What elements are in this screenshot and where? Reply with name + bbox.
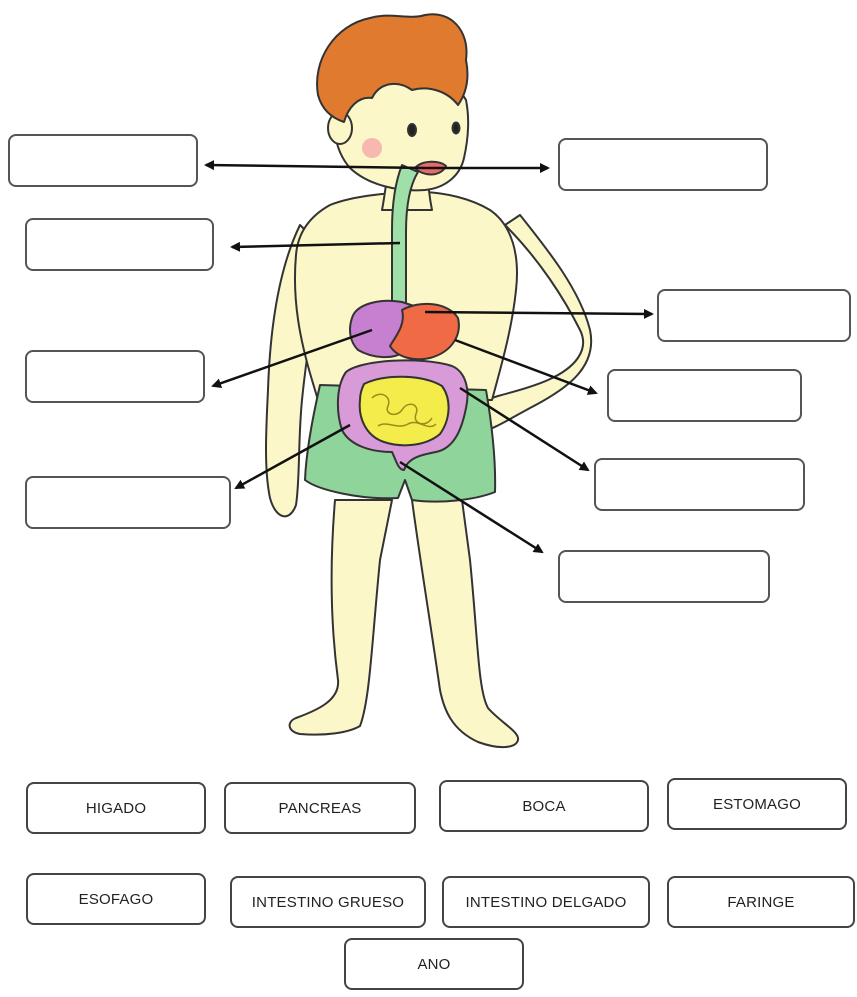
child-figure xyxy=(266,14,591,747)
word-card-faringe[interactable]: FARINGE xyxy=(667,876,855,928)
eye xyxy=(453,123,460,134)
word-card-esofago[interactable]: ESOFAGO xyxy=(26,873,206,925)
answer-blank[interactable] xyxy=(25,476,231,529)
word-card-estomago[interactable]: ESTOMAGO xyxy=(667,778,847,830)
answer-blank[interactable] xyxy=(558,138,768,191)
answer-blank[interactable] xyxy=(8,134,198,187)
answer-blank[interactable] xyxy=(558,550,770,603)
answer-blank[interactable] xyxy=(25,218,214,271)
left-leg xyxy=(290,500,392,735)
word-card-intestino-delgado[interactable]: INTESTINO DELGADO xyxy=(442,876,650,928)
right-leg xyxy=(412,500,518,747)
answer-blank[interactable] xyxy=(657,289,851,342)
word-card-boca[interactable]: BOCA xyxy=(439,780,649,832)
answer-blank[interactable] xyxy=(25,350,205,403)
answer-blank[interactable] xyxy=(607,369,802,422)
cheek xyxy=(362,138,382,158)
small-intestine xyxy=(360,377,449,446)
word-card-pancreas[interactable]: PANCREAS xyxy=(224,782,416,834)
eye xyxy=(408,124,416,136)
answer-blank[interactable] xyxy=(594,458,805,511)
word-card-ano[interactable]: ANO xyxy=(344,938,524,990)
word-card-higado[interactable]: HIGADO xyxy=(26,782,206,834)
word-card-intestino-grueso[interactable]: INTESTINO GRUESO xyxy=(230,876,426,928)
